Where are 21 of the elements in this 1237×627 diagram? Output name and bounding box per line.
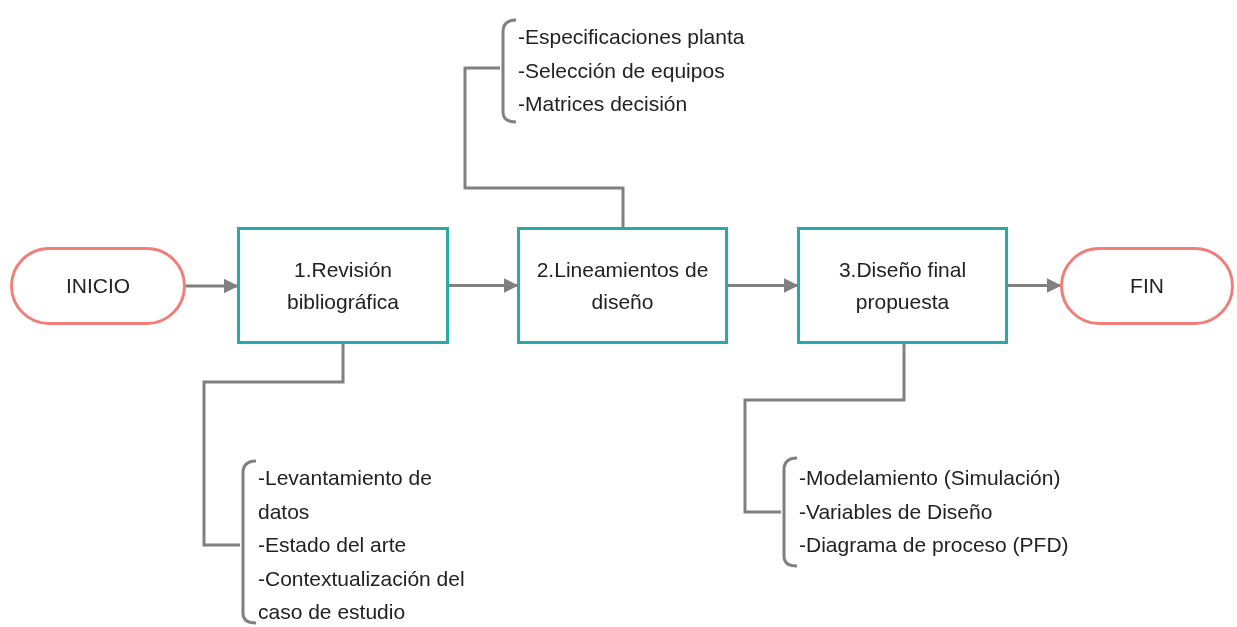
box-label: 2.Lineamientos de diseño: [535, 257, 710, 315]
process-box: [517, 227, 728, 344]
arrow: [1008, 278, 1062, 293]
box-label: INICIO: [64, 273, 132, 300]
list-item: -Levantamiento de datos: [258, 465, 433, 525]
box-label: 3.Diseño final propuesta: [837, 257, 968, 315]
box-label: FIN: [1129, 273, 1165, 300]
arrow: [186, 278, 239, 294]
process-box: [797, 227, 1008, 344]
list-item: -Selección de equipos: [518, 57, 726, 84]
list-item: -Diagrama de proceso (PFD): [799, 532, 1070, 558]
box-label: 1.Revisión bibliográfica: [285, 257, 401, 315]
arrow: [728, 278, 799, 293]
list-item: -Contextualización del caso de estudio: [258, 565, 466, 625]
arrow: [449, 278, 519, 293]
list-item: -Variables de Diseño: [799, 498, 994, 525]
process-box: [237, 227, 449, 344]
list-item: -Matrices decisión: [518, 91, 689, 117]
list-item: -Especificaciones planta: [518, 24, 746, 50]
list-item: -Modelamiento (Simulación): [799, 465, 1062, 491]
list-item: -Estado del arte: [258, 532, 408, 558]
